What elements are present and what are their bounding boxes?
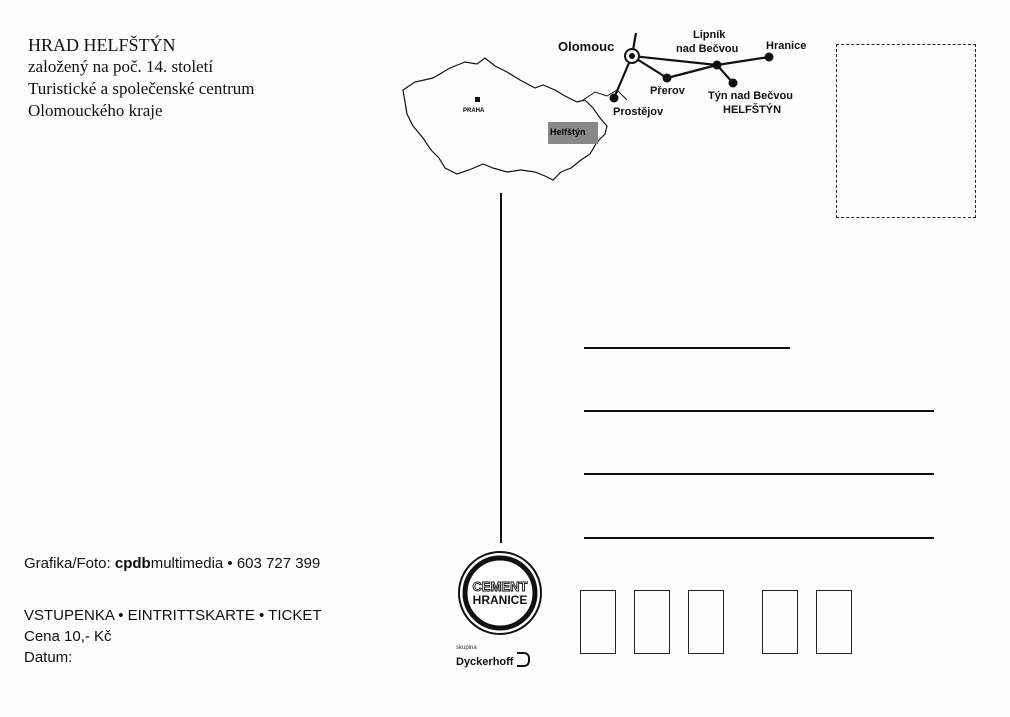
dyckerhoff-d-icon: [516, 652, 530, 667]
region-line: Olomouckého kraje: [28, 101, 163, 120]
prerov-marker: [662, 73, 672, 83]
address-line-2: [584, 410, 934, 412]
logo-cement-text: CEMENT: [473, 579, 528, 594]
vertical-divider: [500, 193, 502, 543]
tyn-label: Týn nad Bečvou: [708, 90, 793, 102]
hranice-marker: [764, 52, 774, 62]
czech-outline: [402, 57, 608, 181]
hranice-label: Hranice: [766, 40, 807, 52]
postal-code-box: [688, 590, 724, 654]
helfstyn-label: HELFŠTÝN: [723, 104, 782, 116]
logo-hranice-text: HRANICE: [473, 593, 528, 607]
praha-label: PRAHA: [463, 108, 485, 114]
postal-code-box: [580, 590, 616, 654]
prostejov-marker: [609, 93, 619, 103]
lipnik-label-2: nad Bečvou: [676, 43, 739, 55]
helfstyn-map-label: Helfštýn: [550, 127, 586, 137]
dyckerhoff-group-label: skupina: [456, 645, 477, 651]
credits-brand-rest: multimedia: [150, 555, 224, 572]
prostejov-label: Prostějov: [613, 106, 664, 118]
postal-code-box: [816, 590, 852, 654]
credits-phone: • 603 727 399: [223, 555, 321, 572]
lipnik-label-1: Lipník: [693, 29, 726, 41]
castle-title: HRAD HELFŠTÝN: [28, 35, 176, 55]
helfstyn-highlight: [548, 122, 598, 144]
credits-line: Grafika/Foto: cpdbmultimedia • 603 727 3…: [24, 555, 320, 572]
prerov-label: Přerov: [650, 85, 685, 97]
location-map: PRAHA Helfštýn: [402, 32, 774, 181]
ticket-title: VSTUPENKA • EINTRITTSKARTE • TICKET: [24, 607, 322, 624]
cement-hranice-logo: CEMENT HRANICE: [458, 551, 542, 635]
lipnik-marker: [712, 60, 722, 70]
stamp-box: [836, 44, 976, 218]
credits-brand-bold: cpdb: [114, 555, 151, 572]
credits-prefix: Grafika/Foto:: [24, 555, 115, 572]
olomouc-label: Olomouc: [558, 39, 615, 54]
tyn-marker: [728, 78, 738, 88]
center-line: Turistické a společenské centrum: [28, 79, 255, 98]
ticket-date: Datum:: [24, 649, 73, 666]
praha-marker: [475, 97, 480, 102]
address-line-1: [584, 347, 790, 349]
founded-line: založený na poč. 14. století: [28, 57, 214, 76]
ticket-block: VSTUPENKA • EINTRITTSKARTE • TICKET Cena…: [24, 605, 322, 668]
address-line-4: [584, 537, 934, 539]
title-block: HRAD HELFŠTÝN založený na poč. 14. stole…: [28, 34, 254, 122]
dyckerhoff-name: Dyckerhoff: [456, 652, 530, 668]
dyckerhoff-text: Dyckerhoff: [456, 656, 514, 668]
ticket-price: Cena 10,- Kč: [24, 628, 112, 645]
postal-code-box: [634, 590, 670, 654]
postal-code-box: [762, 590, 798, 654]
address-line-3: [584, 473, 934, 475]
